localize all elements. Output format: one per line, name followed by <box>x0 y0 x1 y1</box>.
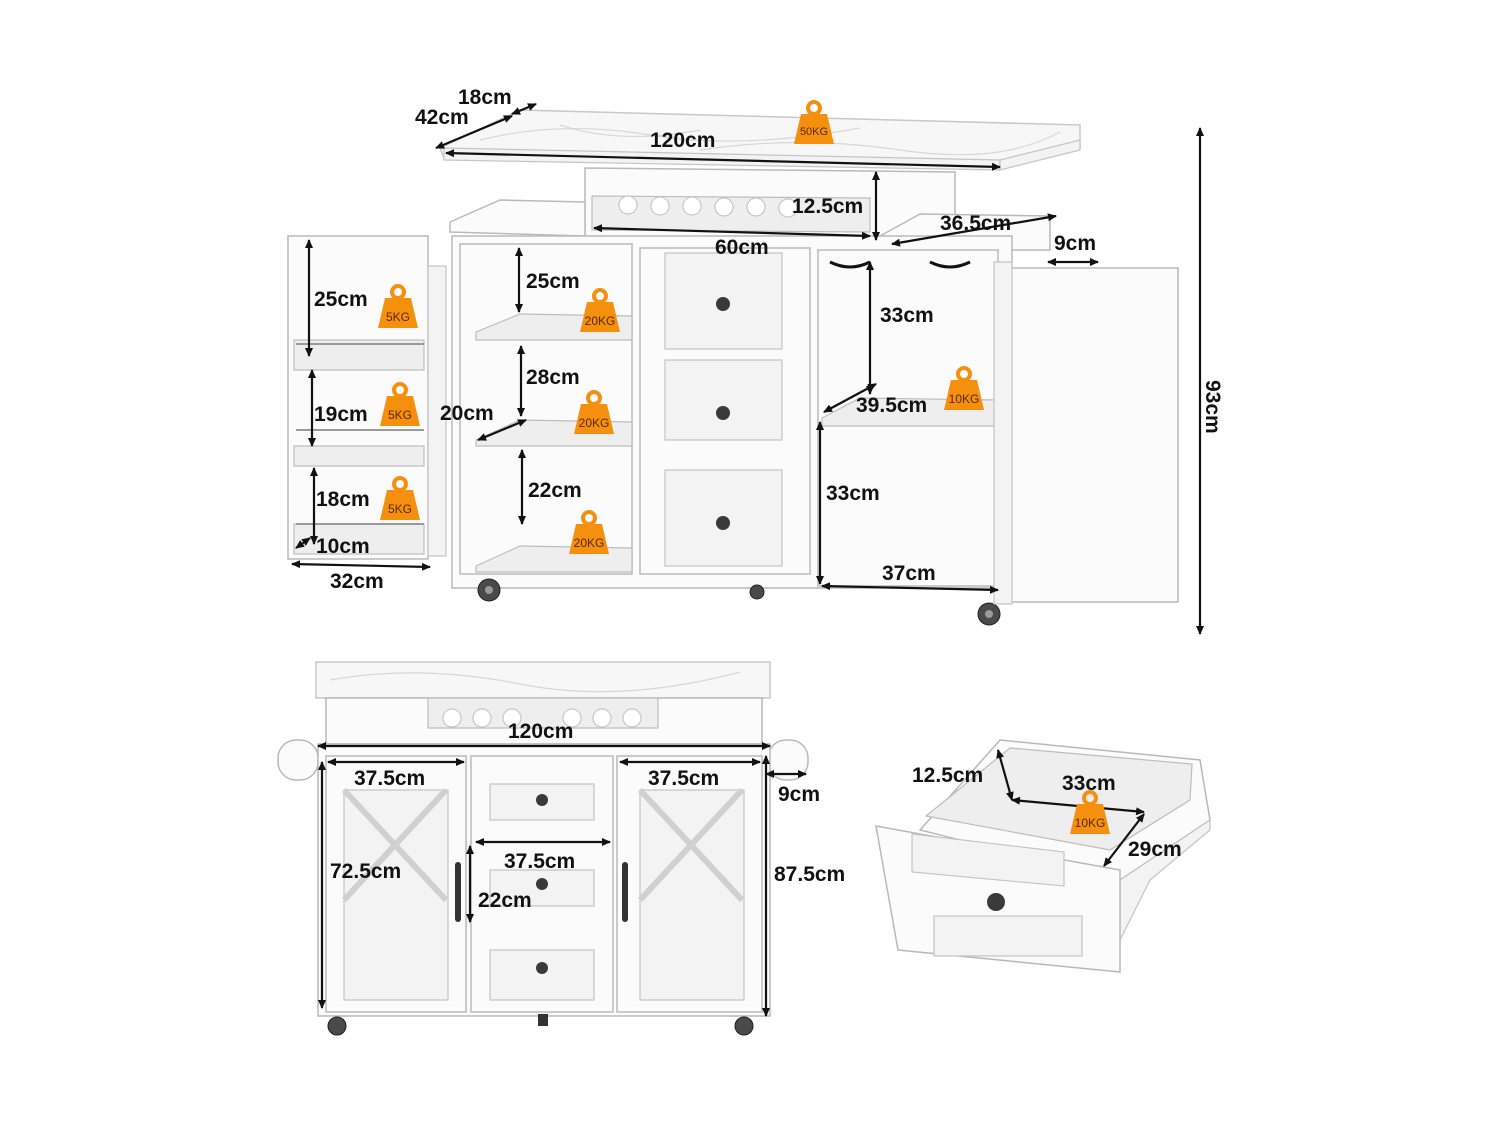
dim-line-cab-depth <box>477 418 527 442</box>
dim-line-rack-depth <box>295 537 311 549</box>
drawer-view: 12.5cm 33cm 29cm 10KG <box>875 739 1211 973</box>
dim-drawer-height: 12.5cm <box>912 764 983 787</box>
cabinet-body <box>451 235 1013 626</box>
weight-badge-door-1: 5KG <box>376 284 420 330</box>
dim-door-width: 32cm <box>330 570 384 593</box>
dim-rack-width: 60cm <box>715 236 769 259</box>
dim-right-width: 37cm <box>882 562 936 585</box>
wine-rack <box>584 167 956 241</box>
dim-cab-shelf-1: 25cm <box>526 270 580 293</box>
dim-drawer-width: 33cm <box>1062 772 1116 795</box>
dim-line-door-width <box>291 560 431 571</box>
svg-text:5KG: 5KG <box>388 408 412 422</box>
dim-front-drawer-width: 37.5cm <box>504 850 575 873</box>
right-door <box>993 261 1179 605</box>
dim-line-side-depth <box>891 213 1057 247</box>
svg-text:20KG: 20KG <box>574 536 605 550</box>
weight-badge-cab-3: 20KG <box>567 510 611 556</box>
svg-text:50KG: 50KG <box>800 126 828 138</box>
dim-line-drawer-height <box>996 749 1014 801</box>
dim-line-drawer-depth <box>1103 813 1145 867</box>
dim-front-body-height: 87.5cm <box>774 863 845 886</box>
dim-rack-height: 12.5cm <box>792 195 863 218</box>
dim-depth: 42cm <box>415 106 469 129</box>
weight-badge-cab-1: 20KG <box>578 288 622 334</box>
dim-front-door-height: 72.5cm <box>330 860 401 883</box>
dim-line-right-width <box>821 582 999 594</box>
svg-text:10KG: 10KG <box>1075 816 1106 830</box>
dim-rack-depth: 10cm <box>316 535 370 558</box>
dim-front-left-door: 37.5cm <box>354 767 425 790</box>
svg-text:5KG: 5KG <box>388 502 412 516</box>
svg-text:5KG: 5KG <box>386 310 410 324</box>
weight-badge-door-2: 5KG <box>378 382 422 428</box>
dim-line-depth <box>435 114 513 150</box>
svg-text:20KG: 20KG <box>585 314 616 328</box>
dim-right-upper: 33cm <box>880 304 934 327</box>
dim-door-shelf-1: 25cm <box>314 288 368 311</box>
weight-badge-cab-2: 20KG <box>572 390 616 436</box>
dim-front-bar: 9cm <box>778 783 820 806</box>
dim-side-depth: 36.5cm <box>940 212 1011 235</box>
dim-right-shelf: 39.5cm <box>856 394 927 417</box>
front-left-bar <box>277 739 319 781</box>
svg-text:10KG: 10KG <box>949 392 980 406</box>
dim-front-width: 120cm <box>508 720 573 743</box>
weight-badge-drawer: 10KG <box>1068 790 1112 836</box>
dim-width: 120cm <box>650 129 715 152</box>
dim-line-right-shelf <box>823 383 877 413</box>
top-view: 18cm 42cm 120cm 12.5cm 60cm 36.5cm 9cm 9… <box>287 86 1224 635</box>
body-top-left <box>449 199 586 237</box>
dim-line-top-depth <box>511 102 537 116</box>
svg-text:20KG: 20KG <box>579 416 610 430</box>
dim-front-right-door: 37.5cm <box>648 767 719 790</box>
dim-cab-depth: 20cm <box>440 402 494 425</box>
dim-cab-shelf-3: 22cm <box>528 479 582 502</box>
dim-line-rack-width <box>593 224 871 240</box>
dim-drawer-depth: 29cm <box>1128 838 1182 861</box>
front-countertop <box>315 661 771 699</box>
dim-cab-shelf-2: 28cm <box>526 366 580 389</box>
weight-badge-right-shelf: 10KG <box>942 366 986 412</box>
dim-door-shelf-2: 19cm <box>314 403 368 426</box>
dim-top-depth: 18cm <box>458 86 512 109</box>
weight-badge-door-3: 5KG <box>378 476 422 522</box>
front-view: 120cm 37.5cm 37.5cm 9cm 72.5cm 37.5cm 22… <box>277 661 845 1036</box>
dim-front-drawer-height: 22cm <box>478 889 532 912</box>
dim-total-height: 93cm <box>1201 380 1224 434</box>
dim-towel-bar: 9cm <box>1054 232 1096 255</box>
dim-line-width <box>445 149 1001 171</box>
dim-right-lower: 33cm <box>826 482 880 505</box>
dim-door-shelf-3: 18cm <box>316 488 370 511</box>
weight-badge-top: 50KG <box>792 100 836 146</box>
